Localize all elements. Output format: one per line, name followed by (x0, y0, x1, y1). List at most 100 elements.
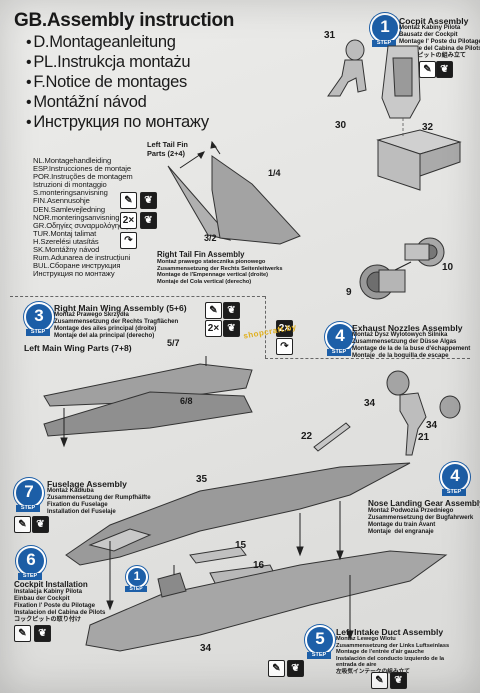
repeat-2x-icon: 2× (205, 320, 222, 337)
glue-icon: ✎ (371, 672, 388, 689)
part-5-7-label: 5/7 (167, 338, 180, 348)
nose-gear-strut (399, 392, 427, 456)
part-6-8-label: 6/8 (180, 396, 193, 406)
step-4-title: Exhaust Nozzles Assembly (352, 323, 463, 333)
step-7-label: STEP (16, 505, 40, 512)
step-1-ref-label: STEP (125, 586, 147, 592)
step-1-label: STEP (372, 40, 396, 47)
glue-icon: ✎ (268, 660, 285, 677)
step-6-badge: 6 (16, 546, 46, 576)
wing-lower (43, 391, 253, 437)
glue-icon: ✎ (205, 302, 222, 319)
gear-rod (313, 422, 351, 452)
canopy-opening (88, 528, 152, 552)
step-4-badge: 4 (325, 322, 355, 352)
page-title: GB.Assembly instruction (14, 10, 235, 31)
language-title-cz: •Montážní návod (26, 93, 147, 111)
right-tail-fin-subtitle: Montaż prawego statecznika pionowego Zus… (157, 259, 283, 285)
step-1-subtitle: Montaż Kabiny Pilota Bausatz der Cockpit… (399, 24, 480, 59)
paint-icon: ❦ (140, 212, 157, 229)
step-3-badge: 3 (24, 302, 54, 332)
assembly-direction-icon: ↷ (276, 338, 293, 355)
right-tail-fin (211, 155, 301, 245)
part-10-label: 10 (442, 262, 454, 273)
part-1-4-label: 1/4 (268, 168, 281, 178)
main-wing-drawing (43, 356, 253, 448)
left-wing-title: Left Main Wing Parts (7+8) (24, 343, 132, 353)
glue-icon: ✎ (120, 192, 137, 209)
glue-icon: ✎ (14, 625, 31, 642)
part-32-label: 32 (422, 122, 434, 133)
step-7-badge: 7 (14, 478, 44, 508)
paint-icon: ❦ (390, 672, 407, 689)
step-5-subtitle: Montaz Lewego Wlotu Zusammensetzung der … (336, 636, 450, 675)
part-34-label: 34 (364, 398, 376, 409)
nose-gear-drawing (313, 370, 461, 456)
fuselage-drawing (65, 462, 448, 652)
step-6-label: STEP (18, 573, 42, 580)
step-1-badge: 1 (370, 13, 400, 43)
right-tail-fin-title: Right Tail Fin Assembly (157, 250, 245, 259)
part-31-label: 31 (324, 30, 336, 41)
assembly-direction-icon: ↷ (120, 232, 137, 249)
part-16-label: 16 (253, 560, 265, 571)
paint-icon: ❦ (32, 516, 49, 533)
paint-icon: ❦ (223, 302, 240, 319)
step-3-subtitle: Montaż Prawego Skrzydła Zusammensetzung … (54, 311, 179, 339)
part-3-2-label: 3/2 (204, 233, 217, 243)
part-22-label: 22 (301, 431, 313, 442)
part-35-label: 35 (196, 474, 208, 485)
step-5-badge: 5 (305, 625, 335, 655)
section-divider (265, 358, 470, 359)
language-title-de: •D.Montageanleitung (26, 33, 176, 51)
part-34-label: 34 (200, 643, 212, 654)
glue-icon: ✎ (419, 61, 436, 78)
step-4-nose-label: STEP (442, 489, 466, 496)
step-7-title: Fuselage Assembly (47, 479, 127, 489)
language-title-pl: •PL.Instrukcja montażu (26, 53, 191, 71)
pilot-body (327, 59, 367, 97)
fuselage-upper-half (65, 462, 411, 566)
glue-icon: ✎ (14, 516, 31, 533)
cockpit-parts-drawing (327, 39, 462, 191)
step-3-title: Right Main Wing Assembly (5+6) (54, 303, 187, 313)
section-divider (10, 296, 265, 297)
step-6-subtitle: Instalacja Kabiny Pilota Einbau der Cock… (14, 588, 106, 623)
exhaust-nozzle-drawing (359, 237, 445, 300)
pilot-head (345, 39, 365, 61)
step-1-title: Cocpit Assembly (399, 16, 469, 26)
step-4-label: STEP (327, 349, 351, 356)
nose-gear-title: Nose Landing Gear Assembly (368, 499, 480, 508)
paint-icon: ❦ (223, 320, 240, 337)
part-21-label: 21 (418, 432, 430, 443)
language-list: NL.Montagehandleiding ESP.Instrucciones … (33, 156, 133, 279)
paint-icon: ❦ (436, 61, 453, 78)
part-30-label: 30 (335, 120, 347, 131)
paint-icon: ❦ (140, 192, 157, 209)
tail-fin-drawing (167, 140, 301, 245)
step-1-ref-badge: 1 (126, 566, 148, 588)
step-6-title: Cockpit Installation (14, 580, 88, 589)
step-5-label: STEP (307, 652, 331, 659)
cockpit-insert (157, 572, 187, 598)
step-7-subtitle: Montaż Kadłuba Zusammensetzung der Rumpf… (47, 487, 151, 515)
part-15-label: 15 (235, 540, 247, 551)
language-title-fr: •F.Notice de montages (26, 73, 187, 91)
fuselage-lower-half (85, 550, 448, 652)
part-9-label: 9 (346, 287, 352, 298)
section-divider (265, 296, 266, 358)
paint-icon: 2× (276, 320, 293, 337)
step-4-subtitle: Montaż Dysz Wylotowych Silnika Zusammens… (352, 331, 471, 359)
paint-icon: ❦ (287, 660, 304, 677)
part-34-label: 34 (426, 420, 438, 431)
nose-gear-subtitle: Montaż Podwozia Przedniego Zusammensetzu… (368, 507, 474, 535)
part-15 (189, 546, 247, 564)
step-3-label: STEP (26, 329, 50, 336)
language-title-ru: •Инструкция по монтажу (26, 113, 209, 131)
wing-upper (43, 363, 253, 407)
step-5-title: Left Intake Duct Assembly (336, 627, 444, 637)
left-tail-fin-title: Left Tail Fin Parts (2+4) (147, 140, 188, 158)
repeat-2x-icon: 2× (120, 212, 137, 229)
paint-icon: ❦ (34, 625, 51, 642)
